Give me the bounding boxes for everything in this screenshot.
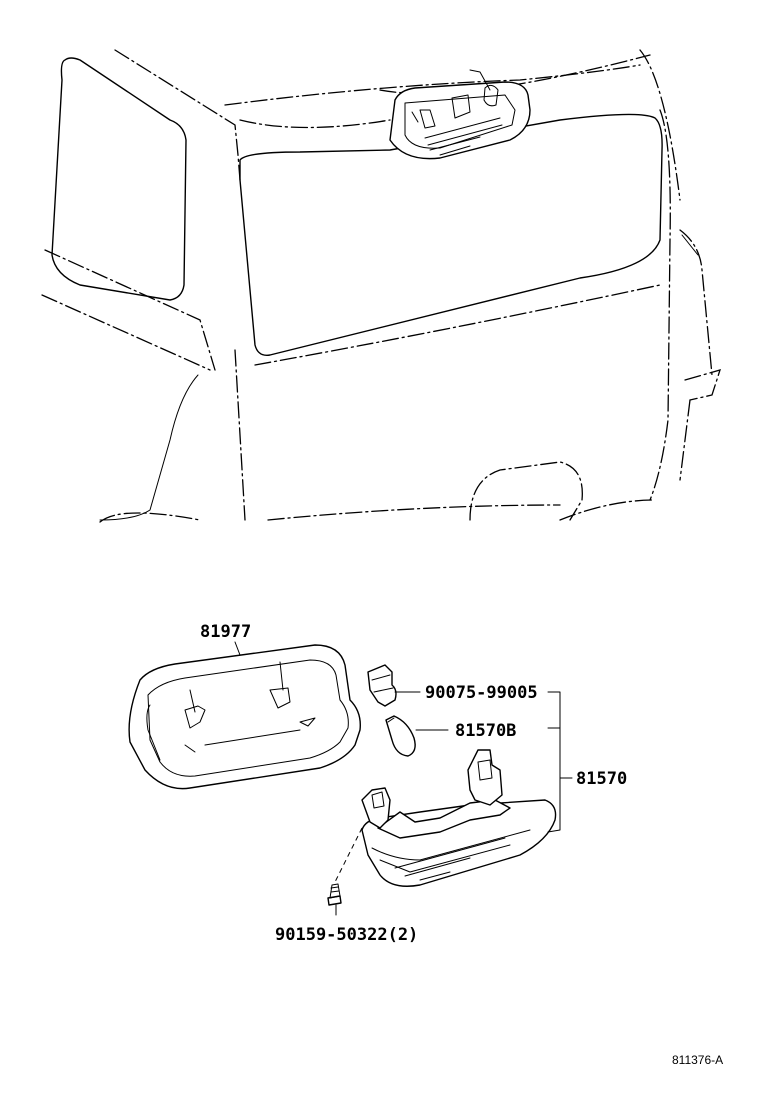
screw-part [327, 883, 342, 906]
label-cover: 81977 [200, 622, 251, 642]
vehicle-rear-view [41, 49, 721, 523]
lamp-on-vehicle [389, 69, 531, 160]
label-socket: 90075-99005 [425, 683, 538, 703]
cover-part [128, 644, 361, 790]
socket-part [367, 664, 397, 707]
label-screw: 90159-50322(2) [275, 925, 418, 945]
callout-leaders [234, 641, 573, 916]
label-lamp-assembly: 81570 [576, 769, 627, 789]
label-bulb: 81570B [455, 721, 516, 741]
figure-reference: 811376-A [672, 1053, 723, 1067]
lamp-assembly-part [361, 749, 557, 887]
bulb-part [385, 715, 416, 757]
